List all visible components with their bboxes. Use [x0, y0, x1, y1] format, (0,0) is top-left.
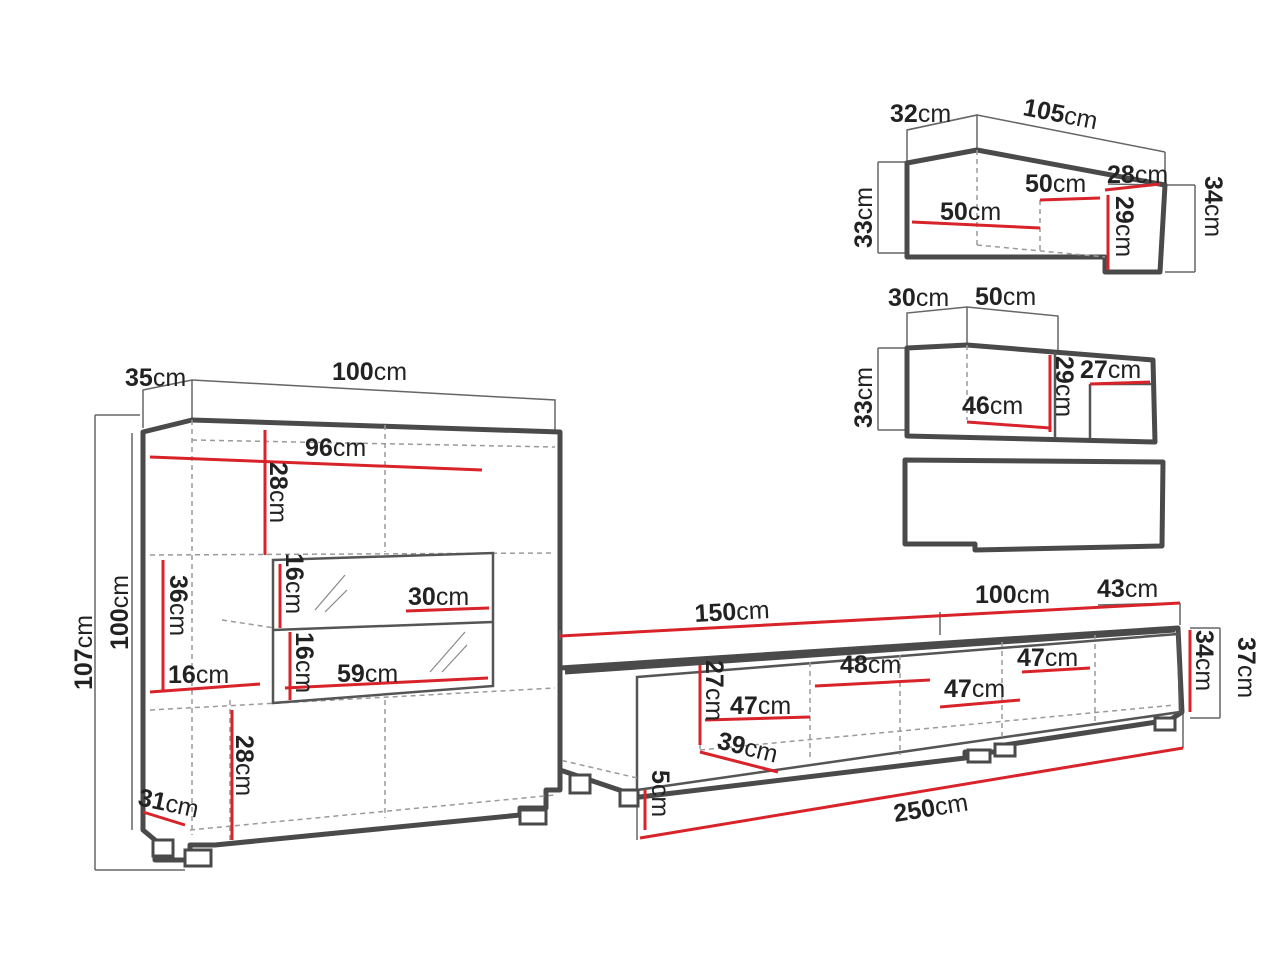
label-tv-inner-47-right: 47cm — [1017, 644, 1078, 672]
label-cab-body-height: 100cm — [106, 575, 134, 650]
label-tv-inner-39: 39cm — [715, 727, 781, 769]
dimension-labels: 32cm 105cm 28cm 34cm 33cm 50cm 50cm 29cm… — [70, 93, 1260, 828]
label-shelf-top-left-height: 33cm — [850, 187, 878, 248]
label-shelf-mid-height: 33cm — [850, 367, 878, 428]
label-shelf-top-right-height: 34cm — [1199, 176, 1227, 237]
wall-shelf-middle — [877, 306, 1158, 445]
label-tv-inner-27: 27cm — [700, 660, 728, 721]
label-shelf-mid-inner-27: 27cm — [1080, 356, 1141, 384]
label-tv-width-100: 100cm — [975, 581, 1050, 609]
label-cab-inner-96: 96cm — [305, 434, 366, 462]
label-shelf-top-inner-50a: 50cm — [1025, 170, 1086, 198]
label-cab-inner-31: 31cm — [136, 783, 202, 823]
label-shelf-mid-width: 50cm — [975, 283, 1036, 311]
label-tv-inner-48: 48cm — [840, 651, 901, 679]
label-cab-inner-36: 36cm — [164, 575, 192, 636]
label-cab-inner-28-top: 28cm — [264, 462, 292, 523]
label-tv-height-34: 34cm — [1190, 630, 1218, 691]
label-shelf-top-depth: 32cm — [890, 100, 951, 128]
label-tv-total-width: 250cm — [892, 789, 971, 828]
label-cab-inner-16-left: 16cm — [168, 661, 229, 689]
label-cab-depth: 35cm — [125, 364, 186, 392]
label-tv-inner-47-mid: 47cm — [944, 675, 1005, 703]
label-tv-inner-47-left: 47cm — [730, 692, 791, 720]
wall-cabinet-lower — [902, 457, 1166, 553]
label-tv-feet-5: 5cm — [646, 770, 674, 817]
tv-stand — [557, 601, 1221, 840]
label-shelf-top-width: 105cm — [1021, 93, 1100, 135]
label-shelf-mid-inner-29: 29cm — [1050, 356, 1078, 417]
tall-cabinet — [94, 379, 563, 871]
label-cab-glass-30: 30cm — [408, 583, 469, 611]
label-shelf-mid-inner-46: 46cm — [962, 392, 1023, 420]
label-tv-depth: 43cm — [1097, 575, 1158, 603]
label-shelf-top-inner-50b: 50cm — [940, 198, 1001, 226]
label-shelf-mid-depth: 30cm — [888, 284, 949, 312]
label-shelf-top-inner-29: 29cm — [1110, 196, 1138, 257]
wall-shelf-top — [877, 114, 1196, 275]
label-cab-glass-59: 59cm — [337, 660, 398, 688]
label-tv-height-37: 37cm — [1232, 637, 1260, 698]
label-cab-total-height: 107cm — [70, 615, 98, 690]
label-cab-width: 100cm — [332, 358, 407, 386]
label-cab-glass-16-a: 16cm — [280, 553, 308, 614]
label-tv-width-150: 150cm — [694, 596, 770, 628]
label-cab-glass-16-b: 16cm — [290, 632, 318, 693]
label-cab-inner-28-bottom: 28cm — [230, 735, 258, 796]
label-shelf-top-inner-depth: 28cm — [1107, 161, 1168, 189]
